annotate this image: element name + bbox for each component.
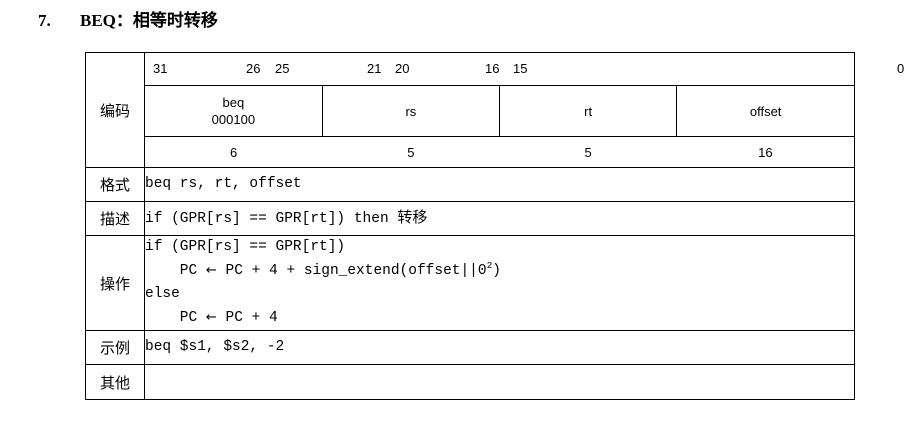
operation-superscript: 2: [486, 260, 493, 272]
table-row-example: 示例 beq $s1, $s2, -2: [85, 330, 855, 365]
example-value: beq $s1, $s2, -2: [144, 330, 855, 365]
field-opcode-name: beq: [222, 95, 245, 110]
bit-marker-31: 31: [153, 61, 168, 76]
field-opcode: beq 000100: [145, 85, 323, 137]
width-offset: 16: [758, 144, 773, 160]
bit-marker-26: 26: [246, 61, 261, 76]
bit-marker-0: 0: [897, 61, 905, 76]
field-offset: offset: [676, 85, 854, 137]
bit-marker-21: 21: [367, 61, 382, 76]
bit-marker-25: 25: [275, 61, 290, 76]
bit-marker-16: 16: [485, 61, 500, 76]
operation-line-2-tail: ): [492, 263, 501, 279]
operation-line-3: else: [145, 286, 180, 302]
row-label-other: 其他: [85, 364, 145, 400]
field-rt: rt: [498, 85, 678, 137]
instruction-table: 编码 31 26 25 21 20 16: [85, 52, 904, 400]
format-value: beq rs, rt, offset: [144, 167, 855, 202]
width-rs: 5: [407, 144, 415, 160]
bit-marker-20: 20: [395, 61, 410, 76]
operation-line-4-prefix: PC: [145, 310, 206, 326]
bit-marker-15: 15: [513, 61, 528, 76]
encoding-subtable: 31 26 25 21 20 16 15 0: [145, 53, 904, 168]
table-row-operation: 操作 if (GPR[rs] == GPR[rt]) PC ← PC + 4 +…: [85, 235, 855, 331]
assign-arrow-icon-2: ←: [205, 310, 217, 325]
row-label-format: 格式: [85, 167, 145, 202]
description-code: if (GPR[rs] == GPR[rt]) then: [145, 210, 398, 227]
bit-marker-cell: 31 26 25 21 20 16 15 0: [145, 53, 904, 86]
row-label-encoding: 编码: [85, 52, 145, 168]
operation-line-2-body: PC + 4 + sign_extend(offset||0: [216, 263, 487, 279]
description-value: if (GPR[rs] == GPR[rt]) then 转移: [144, 201, 855, 236]
heading-number: 7.: [38, 11, 51, 30]
table-row-description: 描述 if (GPR[rs] == GPR[rt]) then 转移: [85, 201, 855, 236]
width-rt: 5: [584, 144, 592, 160]
row-label-description: 描述: [85, 201, 145, 236]
row-label-example: 示例: [85, 330, 145, 365]
field-rs: rs: [321, 85, 501, 137]
page-title: 7. BEQ：相等时转移: [38, 10, 218, 32]
operation-line-1: if (GPR[rs] == GPR[rt]): [145, 239, 346, 255]
assign-arrow-icon: ←: [205, 263, 217, 278]
encoding-cell: 31 26 25 21 20 16 15 0: [144, 52, 904, 168]
row-label-operation: 操作: [85, 235, 145, 331]
width-opcode: 6: [230, 144, 238, 160]
operation-line-2-prefix: PC: [145, 263, 206, 279]
table-row-format: 格式 beq rs, rt, offset: [85, 167, 855, 202]
table-row-other: 其他: [85, 364, 855, 400]
heading-text: BEQ：相等时转移: [80, 11, 218, 30]
other-value: [144, 364, 855, 400]
operation-value: if (GPR[rs] == GPR[rt]) PC ← PC + 4 + si…: [144, 235, 855, 331]
encoding-width-row: 6 5 5 16: [145, 137, 854, 168]
encoding-field-row: beq 000100 rs rt offset: [145, 85, 854, 137]
description-cjk: 转移: [397, 209, 428, 226]
bit-marker-row: 31 26 25 21 20 16 15 0: [145, 53, 904, 86]
operation-line-4-body: PC + 4: [216, 310, 278, 326]
table-row-encoding: 编码 31 26 25 21 20 16: [85, 52, 904, 168]
field-opcode-value: 000100: [211, 112, 256, 127]
